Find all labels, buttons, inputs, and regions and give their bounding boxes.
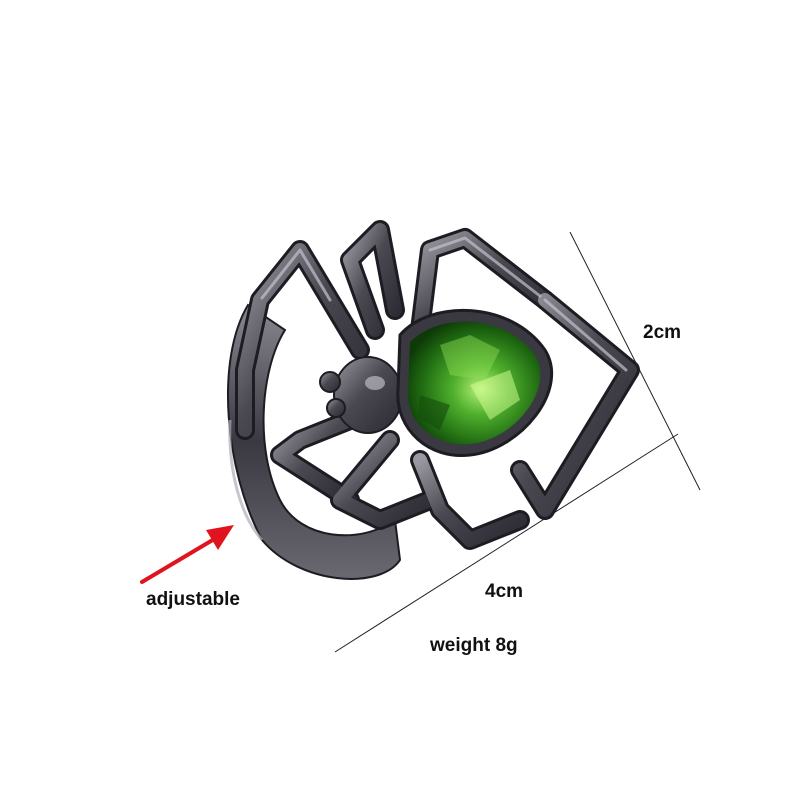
height-label: 2cm (643, 322, 682, 343)
width-dimension-line (334, 433, 679, 653)
width-label: 4cm (485, 581, 524, 602)
ring-band (227, 303, 402, 580)
spider-body (396, 308, 553, 458)
weight-label: weight 8g (430, 635, 518, 656)
adjustable-arrow (140, 525, 234, 584)
height-dimension-line (569, 231, 701, 491)
adjustable-label: adjustable (146, 589, 240, 610)
spider-legs (235, 220, 640, 550)
spider-head (319, 356, 403, 434)
